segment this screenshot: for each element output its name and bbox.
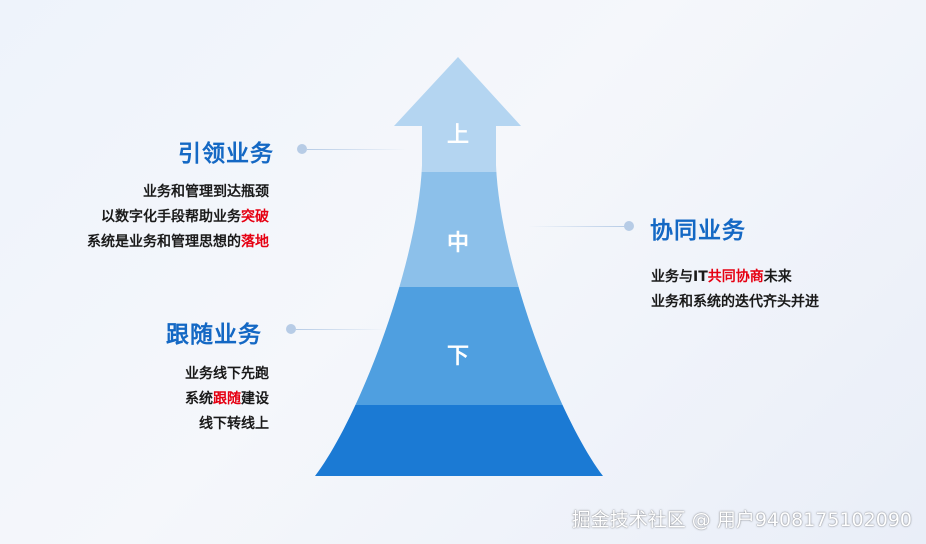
leading-connector-dot [297,144,307,154]
arrow-segment-top [315,57,603,172]
description-text: 业务线下先跑 [185,366,269,382]
follow-business-description: 业务线下先跑系统跟随建设线下转线上 [185,362,269,437]
leading-business-title: 引领业务 [178,141,274,167]
description-line: 以数字化手段帮助业务突破 [87,205,269,230]
description-text: 未来 [763,269,792,285]
description-line: 系统跟随建设 [185,387,269,412]
highlighted-text: 落地 [241,234,269,250]
description-text: 业务和系统的迭代齐头并进 [651,294,819,310]
highlighted-text: 共同协商 [707,269,764,285]
description-line: 业务与IT共同协商未来 [651,265,819,290]
description-text: 线下转线上 [199,416,269,432]
watermark-text: 掘金技术社区 @ 用户9408175102090 [571,509,912,531]
description-line: 系统是业务和管理思想的落地 [87,230,269,255]
collab-connector-dot [624,221,634,231]
description-text: 系统 [185,391,213,407]
follow-business-title: 跟随业务 [166,322,262,348]
highlighted-text: 突破 [241,209,269,225]
follow-connector-dot [286,324,296,334]
description-text: 以数字化手段帮助业务 [101,209,241,225]
collab-business-description: 业务与IT共同协商未来业务和系统的迭代齐头并进 [651,265,819,315]
description-text: 业务和管理到达瓶颈 [143,184,269,200]
description-line: 线下转线上 [185,412,269,437]
description-line: 业务和管理到达瓶颈 [87,180,269,205]
collab-business-title: 协同业务 [650,218,746,244]
description-line: 业务线下先跑 [185,362,269,387]
arrow-segment-base [315,405,603,476]
leading-connector-line [307,149,407,150]
level-label-bottom: 下 [446,344,469,369]
highlighted-text: 跟随 [213,391,241,407]
description-text: 系统是业务和管理思想的 [87,234,241,250]
description-line: 业务和系统的迭代齐头并进 [651,290,819,315]
description-text: 业务与IT [651,269,708,285]
level-label-middle: 中 [446,231,469,256]
description-text: 建设 [241,391,269,407]
level-label-top: 上 [446,123,469,148]
leading-business-description: 业务和管理到达瓶颈以数字化手段帮助业务突破系统是业务和管理思想的落地 [87,180,269,255]
collab-connector-line [528,226,626,227]
follow-connector-line [296,329,386,330]
